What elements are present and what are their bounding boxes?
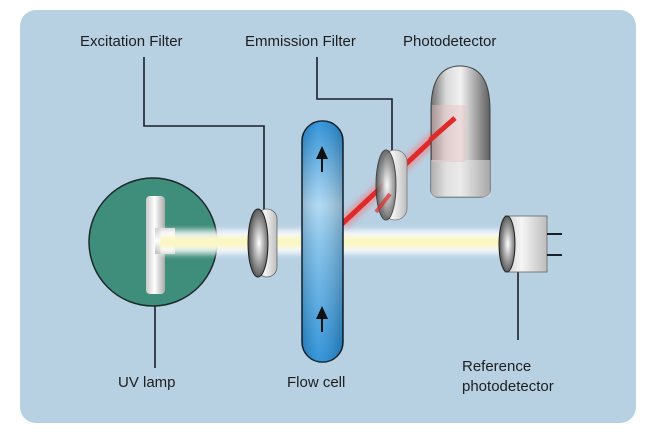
excitation-filter-lens bbox=[247, 208, 269, 278]
photodetector-label: Photodetector bbox=[403, 33, 497, 50]
flow-arrow-up-icon-bottom bbox=[316, 306, 328, 332]
emission-filter-label: Emmission Filter bbox=[245, 33, 356, 50]
flow-cell-shading bbox=[302, 121, 343, 362]
reference-photodetector-face bbox=[498, 215, 516, 273]
flow-cell-label: Flow cell bbox=[287, 374, 346, 391]
flow-arrow-up-icon-top bbox=[316, 146, 328, 172]
excitation-filter-leader-line bbox=[143, 57, 265, 210]
reference-photodetector-label-line2: photodetector bbox=[462, 378, 554, 395]
emission-filter bbox=[374, 149, 408, 221]
emission-filter-leader-line bbox=[316, 57, 393, 152]
excitation-beam-2 bbox=[340, 226, 512, 258]
photodetector-band bbox=[431, 160, 490, 197]
excitation-filter-label: Excitation Filter bbox=[80, 33, 183, 50]
reference-photodetector bbox=[498, 215, 562, 273]
uv-lamp-label: UV lamp bbox=[118, 374, 176, 391]
photodetector bbox=[428, 65, 491, 198]
reference-photodetector-label-line1: Reference bbox=[462, 358, 532, 375]
excitation-filter bbox=[247, 208, 278, 278]
flow-cell bbox=[301, 120, 344, 363]
excitation-beam-1 bbox=[160, 226, 302, 258]
